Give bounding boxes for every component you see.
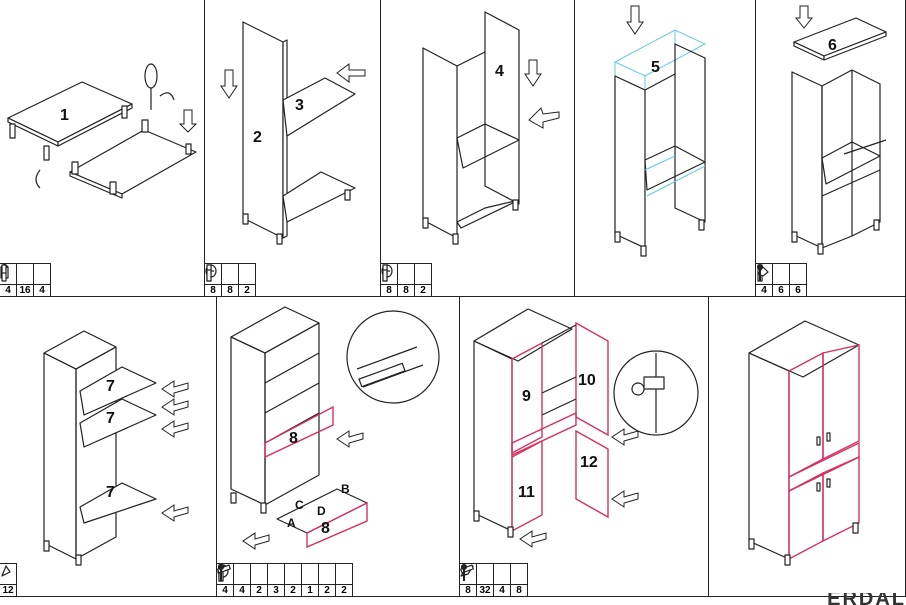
part-screw: 3: [218, 564, 285, 596]
part-screw: 32: [461, 564, 494, 596]
step-2-illustration: 2 3: [220, 21, 366, 245]
drawer-part-c: C: [295, 498, 304, 512]
step-8-label-lower-left-door: 11: [518, 484, 535, 501]
step-5-label: 6: [828, 37, 837, 54]
part-cam-bolt: 2: [382, 264, 432, 296]
step-2-label-shelf: 3: [295, 97, 304, 114]
step-panel-2: 2 3 8 8 2: [205, 0, 381, 297]
step-panel-8: 9 10 11 12 8 32 4 8: [460, 297, 709, 597]
step-4-illustration: 5: [613, 5, 707, 257]
part-screw: 8: [461, 564, 528, 596]
step-6-illustration: 7 7 7: [43, 330, 189, 566]
step-8-label-lower-right-door: 12: [580, 454, 598, 471]
part-screw: 6: [757, 264, 807, 296]
drawer-part-a: A: [287, 516, 296, 530]
step-panel-4: 5: [575, 0, 756, 297]
step-4-label: 5: [651, 59, 660, 76]
part-dowel: 2: [218, 564, 268, 596]
step-7-label-drawer-box: 8: [321, 520, 330, 537]
part-dowel: 8: [206, 264, 239, 296]
part-shelf-pin: 12: [0, 564, 17, 596]
step-3-label: 4: [495, 63, 504, 80]
part-dowel: 8: [382, 264, 415, 296]
brand-logo-text: ERDAL: [827, 593, 906, 605]
step-panel-3: 4 8 8 2: [381, 0, 575, 297]
step-8-label-upper-left-door: 9: [522, 388, 531, 405]
step-1-label: 1: [60, 107, 69, 124]
part-screw: 2: [218, 564, 353, 596]
step-7-illustration: 8 8 A B C D: [230, 306, 440, 550]
part-screw: 16: [1, 264, 34, 296]
step-5-illustration: 6: [791, 5, 887, 255]
step-panel-5: 6 4 6 6: [756, 0, 906, 297]
step-2-parts-list: 8 8 2: [205, 263, 256, 296]
part-screw: 2: [218, 564, 302, 596]
step-8-illustration: 9 10 11 12: [473, 308, 699, 548]
step-2-label-side: 2: [253, 129, 262, 146]
drawer-front-highlight: [264, 405, 334, 459]
step-3-illustration: 4: [422, 11, 560, 245]
step-6-label-top: 7: [106, 378, 115, 395]
part-dowel: 4: [1, 264, 51, 296]
screwdriver-icon: [144, 63, 158, 89]
step-panel-1: 1 4 16 4: [0, 0, 205, 297]
step-6-parts-list: 12: [0, 563, 17, 596]
step-panel-6: 7 7 7 12: [0, 297, 217, 597]
part-handle: 4: [460, 564, 511, 596]
step-6-label-bottom: 7: [106, 484, 115, 501]
step-8-parts-list: 8 32 4 8: [460, 563, 528, 596]
step-1-parts-list: 4 16 4: [0, 263, 51, 296]
step-7-parts-list: 4 4 2 3 2 1 2 2: [217, 563, 353, 596]
detail-zoom-circle: [346, 310, 440, 404]
step-5-parts-list: 4 6 6: [756, 263, 807, 296]
part-handle: 1: [217, 564, 319, 596]
part-cam-lock: 4: [217, 564, 251, 596]
drawer-part-b: B: [341, 482, 350, 496]
step-3-parts-list: 8 8 2: [381, 263, 432, 296]
drawer-part-d: D: [317, 504, 326, 518]
step-8-label-upper-right-door: 10: [578, 372, 596, 389]
step-7-label-drawer: 8: [289, 430, 298, 447]
step-panel-9-finished: [709, 297, 906, 597]
finished-cabinet-illustration: [748, 320, 860, 566]
part-screw: 2: [218, 564, 336, 596]
step-1-illustration: 1: [7, 63, 198, 199]
part-cam-bolt: 2: [206, 264, 256, 296]
step-6-label-middle: 7: [106, 410, 115, 427]
step-panel-7: 8 8 A B C D 4 4 2 3 2 1 2 2: [217, 297, 460, 597]
part-bracket: 6: [757, 264, 790, 296]
